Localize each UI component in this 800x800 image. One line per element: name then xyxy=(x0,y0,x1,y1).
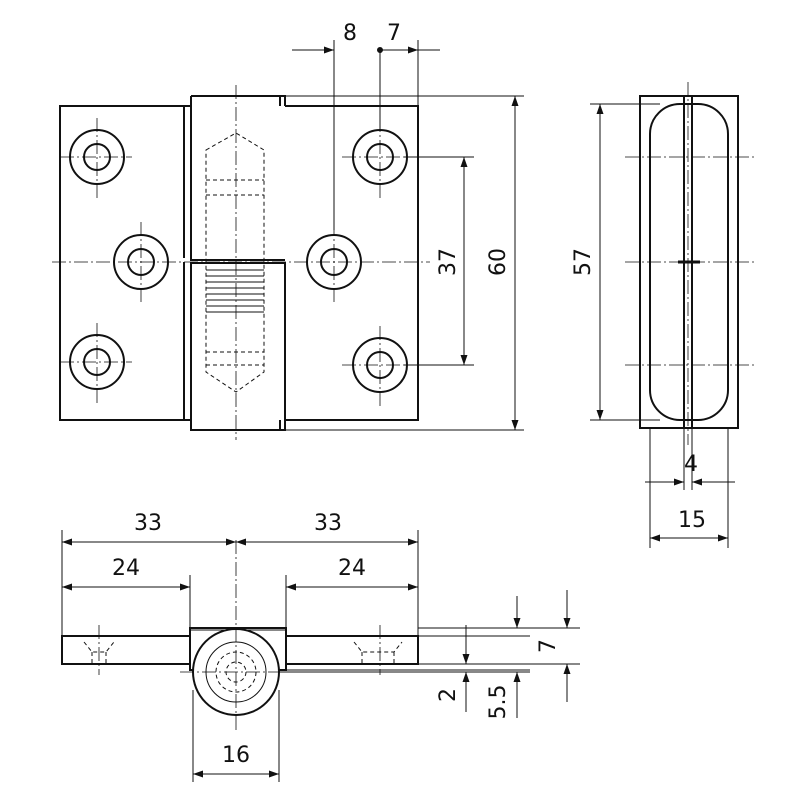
dim-hole-spacing xyxy=(404,156,474,366)
dim-7-top-label: 7 xyxy=(387,21,401,46)
dim-5-5-label: 5.5 xyxy=(486,685,511,720)
dim-leaf-lengths xyxy=(62,575,418,628)
side-view: 57 4 15 xyxy=(571,82,755,548)
dim-60-label: 60 xyxy=(486,248,511,276)
dim-33-left-label: 33 xyxy=(134,511,162,536)
top-left-leaf xyxy=(61,635,191,665)
dim-knuckle-diameter xyxy=(192,690,280,782)
dim-2-label: 2 xyxy=(436,688,461,702)
upper-knuckle xyxy=(183,95,286,261)
dim-8-label: 8 xyxy=(343,21,357,46)
top-left-countersink xyxy=(83,641,115,664)
dim-15-label: 15 xyxy=(678,508,706,533)
dim-top-offset xyxy=(292,40,440,230)
hidden-pin xyxy=(205,132,265,393)
dim-7-leaf-label: 7 xyxy=(536,639,561,653)
dim-24-left-label: 24 xyxy=(112,556,140,581)
dim-inner-height xyxy=(590,103,660,421)
dim-37-label: 37 xyxy=(436,248,461,276)
dim-overall-height xyxy=(285,95,524,431)
dim-57-label: 57 xyxy=(571,248,596,276)
dim-33-right-label: 33 xyxy=(314,511,342,536)
dim-4-label: 4 xyxy=(684,452,698,477)
right-leaf-outline xyxy=(285,105,419,421)
lower-knuckle xyxy=(183,262,286,431)
top-right-countersink xyxy=(353,641,403,664)
dim-half-widths xyxy=(61,530,419,636)
dim-24-right-label: 24 xyxy=(338,556,366,581)
top-right-leaf xyxy=(285,635,419,665)
top-view: 33 33 24 24 7 5.5 xyxy=(61,511,580,782)
front-center-lines xyxy=(52,85,430,440)
front-view: 8 7 37 60 xyxy=(52,21,524,440)
dim-right-extensions xyxy=(286,627,580,671)
dim-knuckle-offset xyxy=(280,596,530,718)
left-leaf-outline xyxy=(59,105,191,421)
dim-16-label: 16 xyxy=(222,743,250,768)
dim-overall-width xyxy=(649,428,729,548)
